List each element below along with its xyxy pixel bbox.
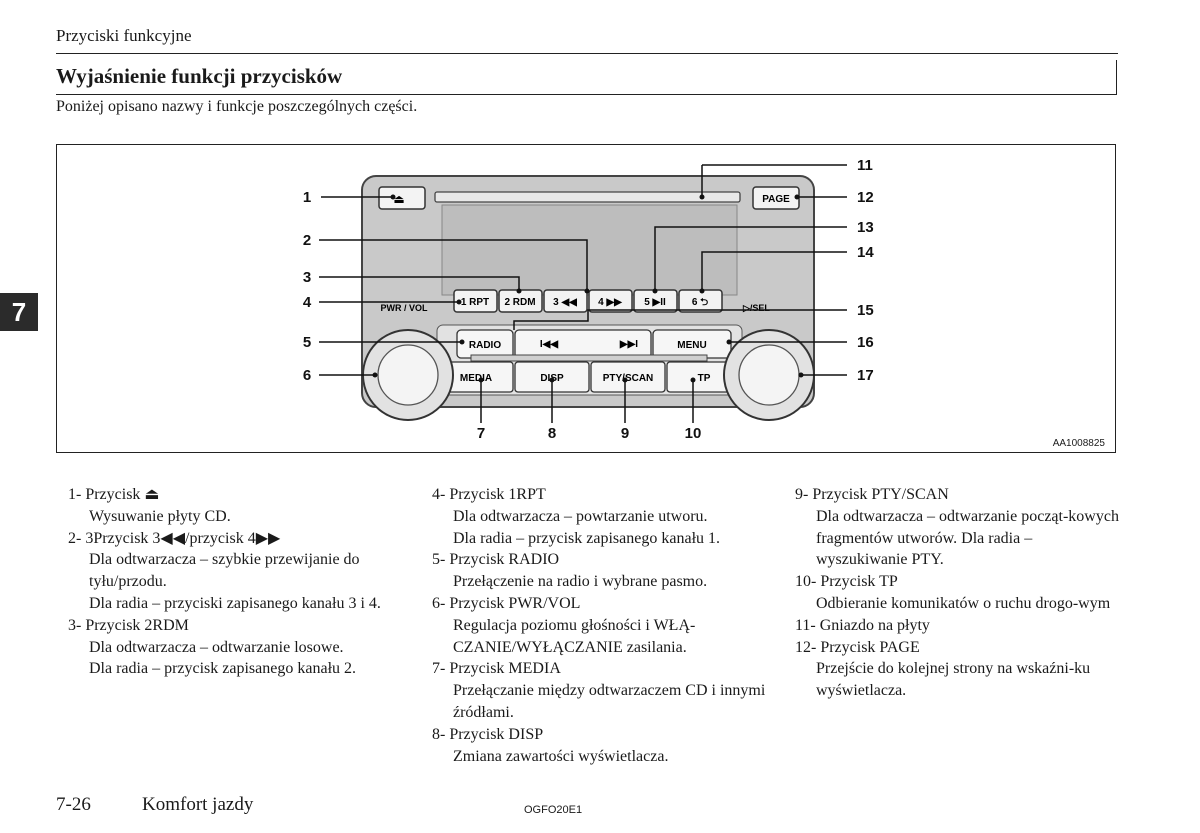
callout-5: 5: [303, 334, 311, 351]
tp-label: TP: [698, 373, 711, 384]
header-rule: [56, 53, 1118, 54]
callout-2: 2: [303, 232, 311, 249]
callout-13: 13: [857, 219, 874, 236]
callout-6: 6: [303, 367, 311, 384]
callout-8: 8: [548, 425, 556, 442]
legend-item-1-head: 1- Przycisk ⏏: [68, 486, 160, 503]
callout-4: 4: [303, 294, 312, 311]
media-label: MEDIA: [460, 373, 492, 384]
eject-button: [378, 186, 426, 210]
legend-item-5-head: 5- Przycisk RADIO: [432, 551, 560, 569]
leader-dots: [372, 194, 804, 383]
select-knob: [738, 344, 800, 406]
callout-7: 7: [477, 425, 485, 442]
page-label: PAGE: [762, 194, 790, 205]
callout-17: 17: [857, 367, 874, 384]
legend-item-3-desc: Dla odtwarzacza – odtwarzanie losowe.: [89, 638, 344, 656]
legend-item-11-head: 11- Gniazdo na płyty: [795, 616, 930, 634]
legend-item-3-desc2: Dla radia – przycisk zapisanego kanału 2…: [89, 660, 357, 678]
legend-item-4-head: 4- Przycisk 1RPT: [432, 486, 546, 503]
footer-section: Komfort jazdy: [142, 794, 254, 815]
callout-1: 1: [303, 189, 311, 206]
ptyscan-button: [590, 361, 666, 393]
volume-knob: [377, 344, 439, 406]
sel-label: ▷/SEL: [742, 303, 770, 313]
callout-12: 12: [857, 189, 874, 206]
preset-2-label: 2 RDM: [504, 297, 535, 308]
legend-column-2: 4- Przycisk 1RPT Dla odtwarzacza – powta…: [432, 484, 767, 767]
radio-diagram: ⏏ PAGE 1 RPT 2 RDM 3 ◀◀ 4 ▶▶ 5 ▶II 6 ⮌ P…: [303, 157, 875, 442]
legend-item-9-desc: Dla odtwarzacza – odtwarzanie począt-kow…: [816, 507, 1119, 569]
eject-label: ⏏: [393, 192, 404, 206]
footer-code: OGFO20E1: [524, 804, 583, 816]
page-title: Wyjaśnienie funkcji przycisków: [56, 64, 343, 88]
leader-lines: [319, 164, 847, 423]
callout-3: 3: [303, 269, 311, 286]
radio-label: RADIO: [469, 340, 501, 351]
callout-11: 11: [857, 157, 873, 174]
legend-item-9-head: 9- Przycisk PTY/SCAN: [795, 486, 949, 503]
preset-4-label: 4 ▶▶: [598, 297, 623, 308]
legend-item-10-desc: Odbieranie komunikatów o ruchu drogo-wym: [816, 594, 1111, 612]
preset-4-button: [588, 289, 633, 313]
callout-14: 14: [857, 244, 874, 261]
legend-item-12-desc: Przejście do kolejnej strony na wskaźni-…: [816, 660, 1091, 700]
preset-3-label: 3 ◀◀: [553, 297, 577, 308]
legend-column-1: 1- Przycisk ⏏ Wysuwanie płyty CD. 2- 3Pr…: [68, 484, 398, 680]
legend-item-12-head: 12- Przycisk PAGE: [795, 638, 920, 656]
legend-item-5-desc: Przełączenie na radio i wybrane pasmo.: [453, 573, 708, 591]
preset-1-label: 1 RPT: [461, 297, 489, 308]
legend-item-8-desc: Zmiana zawartości wyświetlacza.: [453, 747, 669, 765]
indicator-strip: [470, 354, 708, 362]
legend-item-7-desc: Przełączanie między odtwarzaczem CD i in…: [453, 682, 766, 721]
preset-5-label: 5 ▶II: [644, 297, 666, 308]
ptyscan-label: PTY/SCAN: [603, 373, 654, 384]
menu-label: MENU: [677, 340, 706, 351]
legend-item-1-desc: Wysuwanie płyty CD.: [89, 507, 231, 525]
legend-item-4-desc2: Dla radia – przycisk zapisanego kanału 1…: [453, 529, 721, 547]
legend-item-6-head: 6- Przycisk PWR/VOL: [432, 594, 581, 612]
radio-figure: ⏏ PAGE 1 RPT 2 RDM 3 ◀◀ 4 ▶▶ 5 ▶II 6 ⮌ P…: [56, 144, 1116, 453]
display-area: [441, 204, 738, 296]
legend-item-4-desc: Dla odtwarzacza – powtarzanie utworu.: [453, 507, 708, 525]
legend-item-2-desc2: Dla radia – przyciski zapisanego kanału …: [89, 594, 381, 612]
seek-next-label: ▶▶I: [619, 339, 638, 350]
title-frame: [56, 60, 1117, 95]
legend-item-2-head: 2- 3Przycisk 3◀◀/przycisk 4▶▶: [68, 529, 281, 547]
legend-item-2-desc: Dla odtwarzacza – szybkie przewijanie do…: [89, 551, 360, 591]
preset-1-button: [453, 289, 498, 313]
preset-6-label: 6 ⮌: [692, 297, 708, 308]
callout-10: 10: [685, 425, 702, 442]
disc-slot: [434, 191, 741, 203]
intro-text: Poniżej opisano nazwy i funkcje poszczeg…: [56, 98, 418, 115]
legend-item-3-head: 3- Przycisk 2RDM: [68, 616, 189, 634]
legend-item-8-head: 8- Przycisk DISP: [432, 725, 544, 743]
callout-15: 15: [857, 302, 874, 319]
legend-column-3: 9- Przycisk PTY/SCAN Dla odtwarzacza – o…: [795, 484, 1125, 702]
running-header: Przyciski funkcyjne: [56, 26, 192, 45]
legend-item-10-head: 10- Przycisk TP: [795, 573, 898, 591]
pwr-vol-label: PWR / VOL: [381, 303, 429, 313]
preset-3-button: [543, 289, 588, 313]
figure-code: AA1008825: [1052, 438, 1105, 449]
chapter-tab: 7: [0, 293, 38, 331]
legend-item-7-head: 7- Przycisk MEDIA: [432, 660, 561, 678]
callout-9: 9: [621, 425, 629, 442]
legend-item-6-desc: Regulacja poziomu głośności i WŁĄ-CZANIE…: [453, 616, 696, 656]
footer-page-number: 7-26: [56, 794, 91, 815]
callout-16: 16: [857, 334, 874, 351]
seek-prev-label: I◀◀: [540, 339, 558, 350]
